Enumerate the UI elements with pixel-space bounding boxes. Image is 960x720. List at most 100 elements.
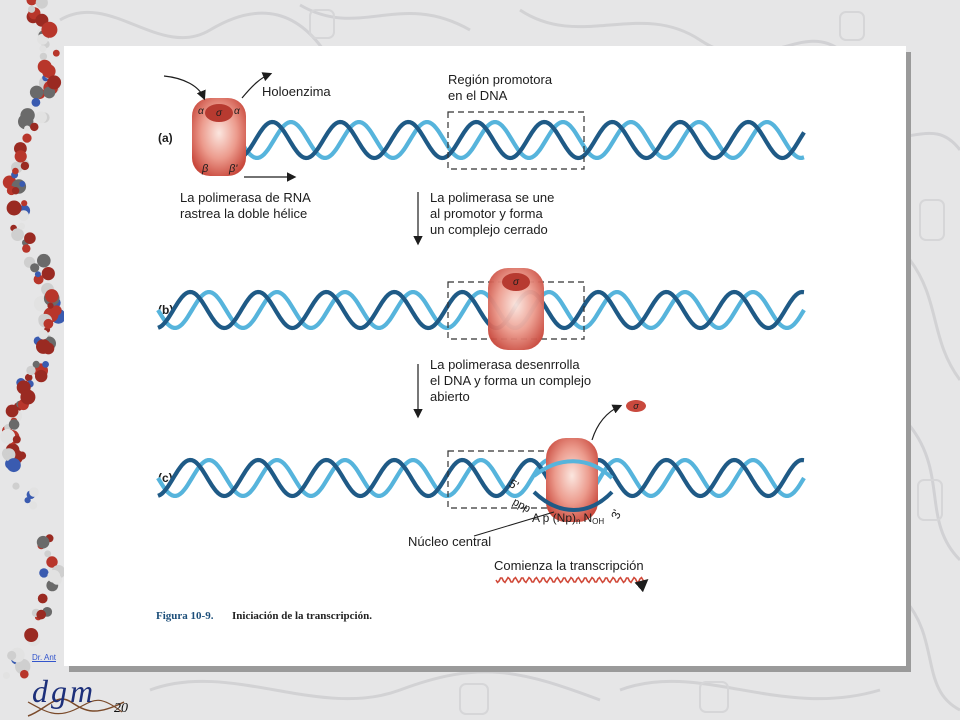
molecule-atom <box>42 361 49 368</box>
caption-number: Figura 10-9. <box>156 610 214 622</box>
alpha-subunit-a-left: α <box>198 106 204 117</box>
molecule-atom <box>39 568 49 578</box>
rna-wave <box>495 576 649 593</box>
sigma-release-arrow <box>591 404 623 441</box>
dgm-logo: dgm <box>27 673 125 717</box>
molecule-atom <box>42 342 55 355</box>
molecule-atom <box>35 0 48 9</box>
molecule-atom <box>43 86 56 99</box>
molecule-atom <box>47 302 54 309</box>
closed-complex-polymerase: σ <box>488 268 544 350</box>
molecule-atom <box>44 550 52 558</box>
transcript-5prime-prefix: ppp <box>511 496 533 515</box>
molecule-atom <box>28 501 38 510</box>
molecule-atom <box>24 232 36 244</box>
molecule-atom <box>7 650 17 661</box>
molecule-atom <box>6 458 21 473</box>
transcript-tail: N <box>583 511 592 525</box>
helix-strand-2 <box>157 289 805 331</box>
molecule-atom <box>31 98 41 107</box>
dna-double-helix-b <box>156 289 806 331</box>
molecule-atom <box>24 628 39 642</box>
molecule-atom <box>29 487 39 497</box>
dna-molecule-decoration <box>0 0 64 679</box>
molecule-atom <box>19 181 26 187</box>
dna-double-helix-a <box>238 119 806 161</box>
molecule-atom <box>36 609 46 620</box>
holoenzyme-in-arrow <box>163 75 206 101</box>
molecule-atom <box>6 200 22 216</box>
molecule-atom <box>26 0 38 6</box>
part-label-a: (a) <box>158 131 173 145</box>
molecule-atom <box>41 21 58 38</box>
molecule-atom <box>35 369 48 383</box>
transcription-initiation-figure: (a) (b) (c) Región promotora en el DNA σ… <box>156 72 806 622</box>
molecule-atom <box>22 244 31 253</box>
sigma-subunit-a: σ <box>216 108 223 119</box>
molecule-atom <box>41 267 55 281</box>
holoenzyme-a: σ α α β β' <box>192 98 246 176</box>
scan-label-line1: La polimerasa de RNA <box>180 190 311 205</box>
molecule-atom <box>26 365 36 376</box>
molecule-atom <box>39 45 47 53</box>
step1-label-line2: al promotor y forma <box>430 206 543 221</box>
molecule-atom <box>2 448 9 455</box>
molecule-atom <box>37 59 52 74</box>
molecule-atom <box>34 271 41 278</box>
molecule-atom <box>24 373 33 382</box>
holoenzyme-label: Holoenzima <box>262 84 331 99</box>
molecule-atom <box>8 419 20 430</box>
dna-double-helix-c <box>156 457 806 499</box>
molecule-atom <box>38 329 49 340</box>
caption-text: Iniciación de la transcripción. <box>232 610 372 622</box>
transcript-ppp: ppp <box>511 496 533 515</box>
molecule-atom <box>11 228 24 242</box>
molecule-atom <box>46 556 58 568</box>
begin-transcription-label: Comienza la transcripción <box>494 558 644 573</box>
molecule-atom <box>33 274 44 285</box>
core-label: Núcleo central <box>408 534 491 549</box>
helix-strand-1 <box>156 290 806 330</box>
molecule-atom <box>47 75 62 90</box>
molecule-atom <box>5 404 19 418</box>
transcript-sub-n: n <box>576 517 580 526</box>
molecule-atom <box>19 663 29 673</box>
molecule-atom <box>22 133 32 143</box>
molecule-atom <box>39 52 48 61</box>
molecule-atom <box>35 111 47 124</box>
holoenzyme-out-arrow <box>241 72 273 99</box>
molecule-atom <box>12 167 19 175</box>
core-pointer-line <box>473 511 555 537</box>
helix-strand-1 <box>238 120 805 160</box>
molecule-atom <box>30 122 39 132</box>
step1-label-line3: un complejo cerrado <box>430 222 548 237</box>
molecule-atom <box>18 222 25 230</box>
molecule-atom <box>24 497 31 504</box>
svg-text:σ: σ <box>633 401 639 411</box>
molecule-atom <box>20 161 30 171</box>
alpha-subunit-a-right: α <box>234 106 240 117</box>
molecule-atom <box>20 389 36 405</box>
molecule-atom <box>28 5 36 13</box>
molecule-atom <box>52 574 62 585</box>
molecule-atom <box>0 429 16 444</box>
sigma-subunit-b: σ <box>513 277 520 288</box>
molecule-atom <box>32 360 40 368</box>
molecule-atom <box>37 253 51 268</box>
author-link[interactable]: Dr. Ant <box>32 653 57 662</box>
molecule-atom <box>14 150 27 163</box>
molecule-atom <box>11 187 20 195</box>
helix-strand-1 <box>156 458 806 498</box>
step2-label-line3: abierto <box>430 389 470 404</box>
beta-subunit-a: β <box>201 163 209 175</box>
molecule-atom <box>51 305 62 316</box>
molecule-atom <box>12 435 21 444</box>
molecule-atom <box>43 318 54 329</box>
slide-card: (a) (b) (c) Región promotora en el DNA σ… <box>64 46 906 666</box>
molecule-atom <box>45 289 59 303</box>
molecule-atom <box>24 125 31 132</box>
promoter-label-line2: en el DNA <box>448 88 508 103</box>
molecule-atom <box>37 593 48 604</box>
helix-strand-2 <box>239 119 806 161</box>
